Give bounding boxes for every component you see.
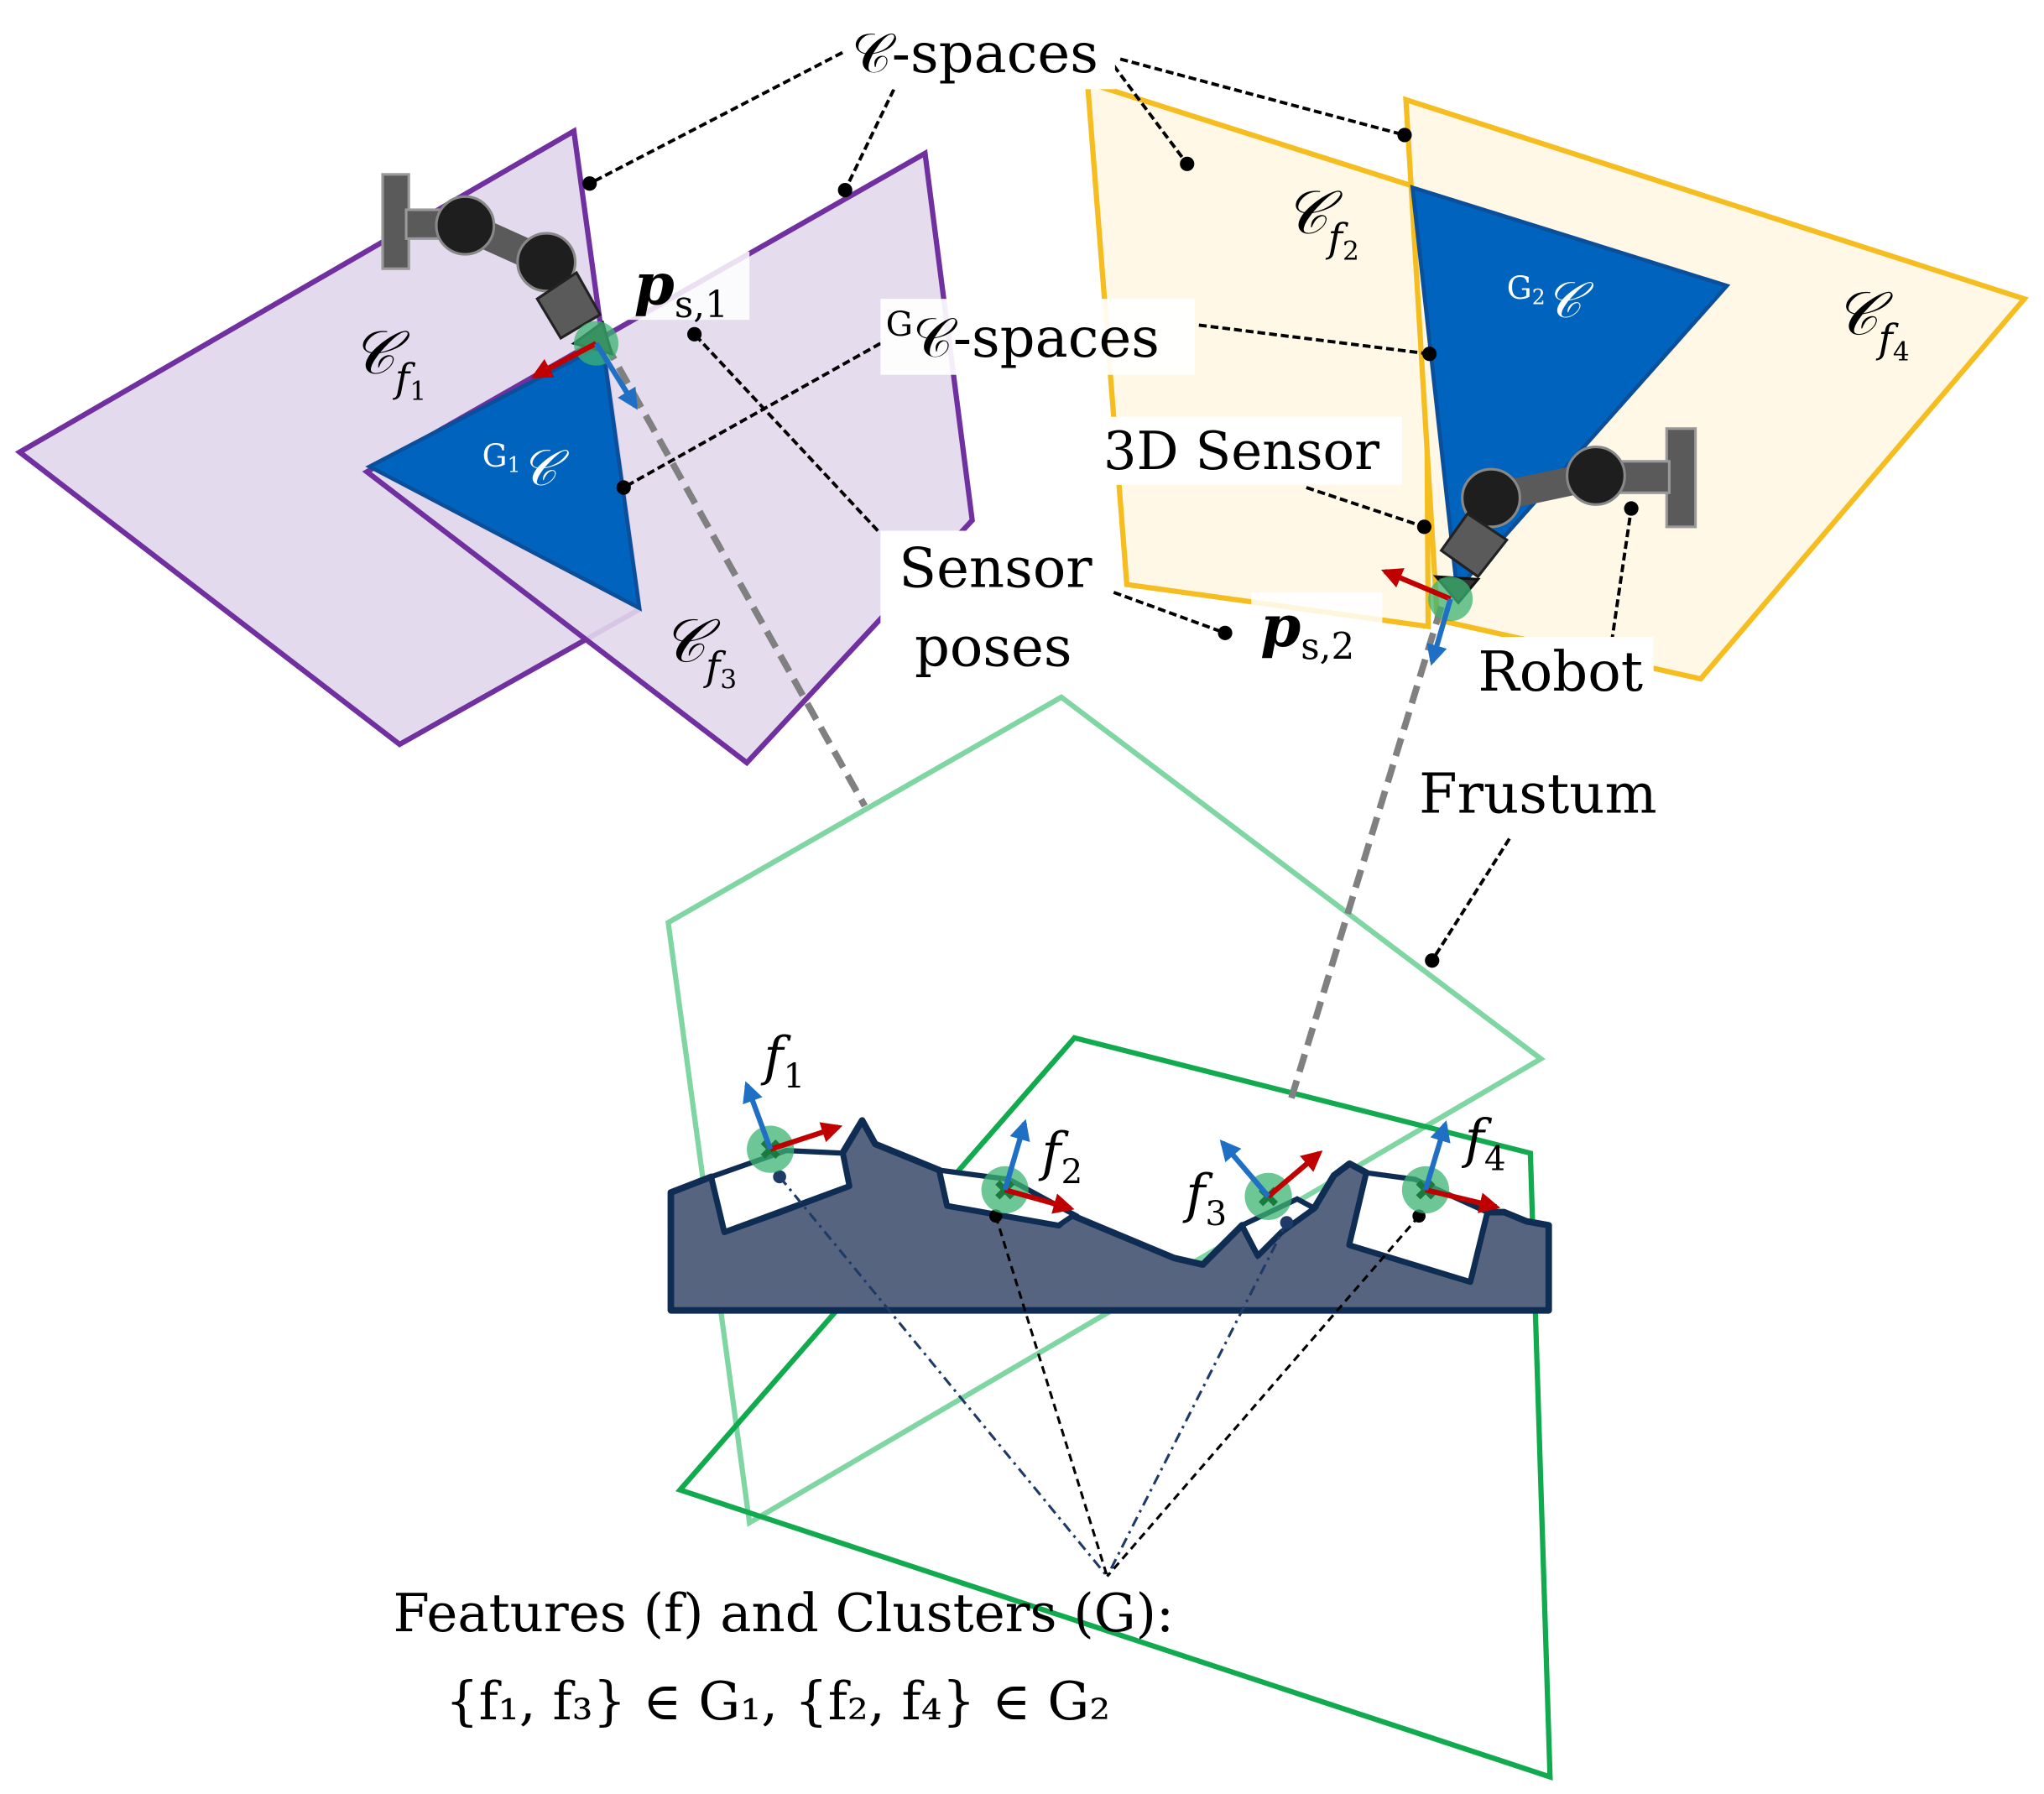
sight-line-1: [602, 342, 868, 808]
label-f4: f4: [1462, 1108, 1506, 1179]
label-f3: f3: [1182, 1164, 1227, 1234]
cluster-line-f3: [1106, 1222, 1288, 1578]
feature-marker-f3: ✖: [1219, 1139, 1323, 1220]
label-f2: f2: [1038, 1122, 1082, 1192]
cluster-line-f1: [778, 1176, 1108, 1578]
robot-1: [381, 173, 614, 356]
cluster-anchor-f3: [1280, 1216, 1294, 1229]
label-frustum: Frustum: [1419, 762, 1657, 826]
label-sensor-poses-2: poses: [915, 615, 1072, 679]
label-3d-sensor: 3D Sensor: [1103, 420, 1379, 482]
sensor-pose-2: [1380, 568, 1473, 666]
leader-lines: [588, 50, 1634, 962]
cluster-anchor-f2: [988, 1209, 1003, 1223]
feature-marker-f2: ✖: [981, 1119, 1075, 1214]
feature-marker-f4: ✖: [1401, 1120, 1501, 1214]
frustum-1: [665, 694, 1546, 1527]
caption-features-clusters: Features (f) and Clusters (G):: [393, 1583, 1174, 1644]
cluster-space-g1: [365, 342, 642, 612]
label-c-spaces: 𝒞-spaces: [852, 22, 1098, 86]
sight-line-2: [1287, 605, 1445, 1102]
label-ps2: ps,2: [1260, 592, 1354, 669]
cluster-line-f4: [1106, 1215, 1421, 1578]
frustum-2: [675, 1035, 1553, 1781]
cluster-anchor-f1: [773, 1170, 786, 1184]
label-ps1: ps,1: [634, 250, 728, 326]
cluster-line-f2: [994, 1215, 1108, 1578]
label-gc-spaces: G𝒞-spaces: [886, 304, 1160, 370]
svg-text:✖: ✖: [759, 1134, 783, 1167]
sensor-pose-1: [530, 321, 638, 410]
label-f1: f1: [760, 1026, 805, 1097]
leader-dots: [582, 128, 1639, 968]
feature-marker-f1: ✖: [743, 1081, 843, 1173]
label-sensor-poses-1: Sensor: [899, 537, 1092, 601]
caption-membership: {f₁, f₃} ∈ G₁, {f₂, f₄} ∈ G₂: [446, 1671, 1110, 1732]
label-robot: Robot: [1478, 640, 1643, 704]
